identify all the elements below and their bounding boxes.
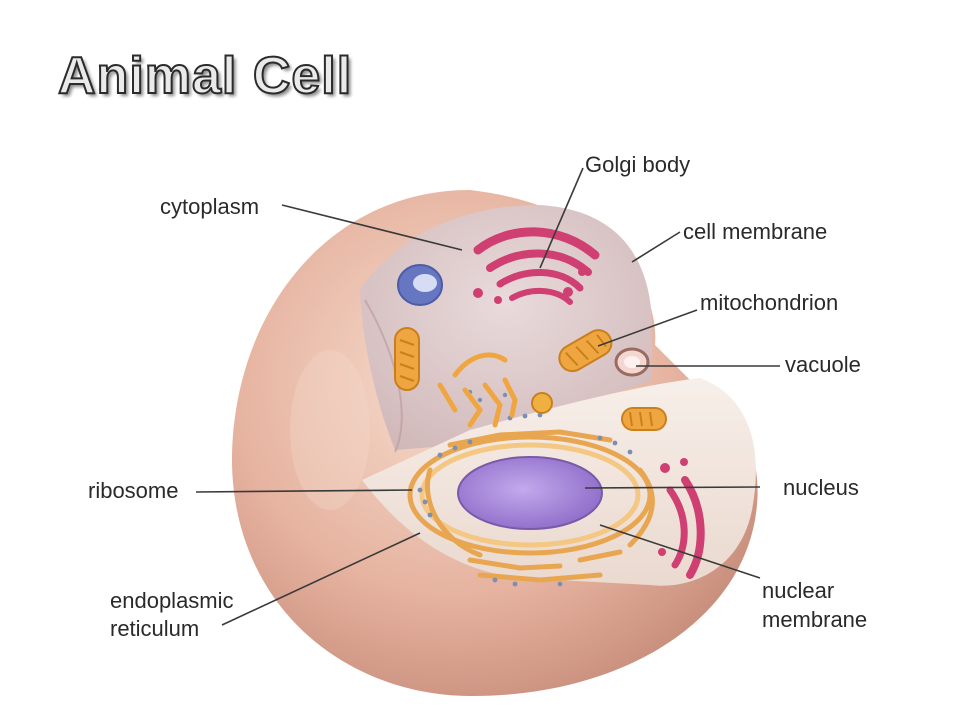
label-endoplasmic-reticulum-line2: reticulum	[110, 616, 200, 641]
label-ribosome: ribosome	[88, 478, 179, 503]
endoplasmic-reticulum	[407, 429, 655, 583]
mitochondrion	[394, 327, 667, 431]
leader-nuclear-membrane	[599, 524, 761, 579]
leader-cytoplasm	[281, 204, 463, 251]
leader-cell-membrane	[631, 231, 681, 263]
slide-title: Animal Cell	[57, 47, 353, 105]
leader-lines	[195, 167, 780, 626]
vacuole	[614, 347, 650, 377]
leader-ribosome	[195, 489, 413, 493]
leader-er	[221, 532, 421, 626]
nucleus	[457, 456, 603, 530]
ribosome-dots	[417, 389, 633, 587]
er-upper	[437, 352, 518, 428]
leader-nucleus	[584, 486, 761, 489]
label-nucleus: nucleus	[783, 475, 859, 500]
golgi-body	[473, 227, 600, 305]
leader-mitochondrion	[597, 309, 698, 347]
vacuole-blue	[397, 264, 443, 306]
label-mitochondrion: mitochondrion	[700, 290, 839, 315]
leader-golgi	[539, 167, 584, 269]
label-cytoplasm: cytoplasm	[160, 194, 260, 219]
label-nuclear-membrane-line2: membrane	[762, 607, 868, 632]
label-endoplasmic-reticulum-line1: endoplasmic	[110, 588, 234, 613]
label-nuclear-membrane-line1: nuclear	[762, 578, 835, 603]
label-cell-membrane: cell membrane	[683, 219, 828, 244]
golgi-lower	[658, 458, 705, 579]
label-golgi-body: Golgi body	[585, 152, 691, 177]
label-vacuole: vacuole	[785, 352, 861, 377]
